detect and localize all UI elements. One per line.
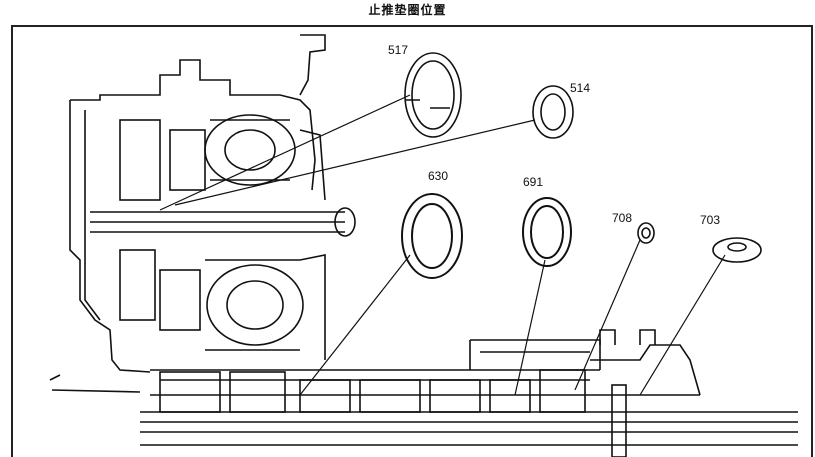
washer-691 bbox=[522, 197, 572, 267]
washer-703 bbox=[712, 237, 762, 263]
callout-514: 514 bbox=[570, 81, 590, 95]
transmission-cross-section bbox=[49, 34, 798, 457]
diagram-title: 止推垫圈位置 bbox=[368, 3, 447, 17]
washer-514 bbox=[532, 85, 574, 139]
washer-708 bbox=[637, 222, 655, 244]
leader-lines bbox=[159, 94, 726, 396]
callout-517: 517 bbox=[388, 43, 408, 57]
callout-708: 708 bbox=[612, 211, 632, 225]
diagram-frame bbox=[11, 25, 813, 457]
callout-703: 703 bbox=[700, 213, 720, 227]
washer-630 bbox=[401, 193, 463, 279]
washer-517 bbox=[404, 52, 462, 138]
callout-630: 630 bbox=[428, 169, 448, 183]
callout-691: 691 bbox=[523, 175, 543, 189]
